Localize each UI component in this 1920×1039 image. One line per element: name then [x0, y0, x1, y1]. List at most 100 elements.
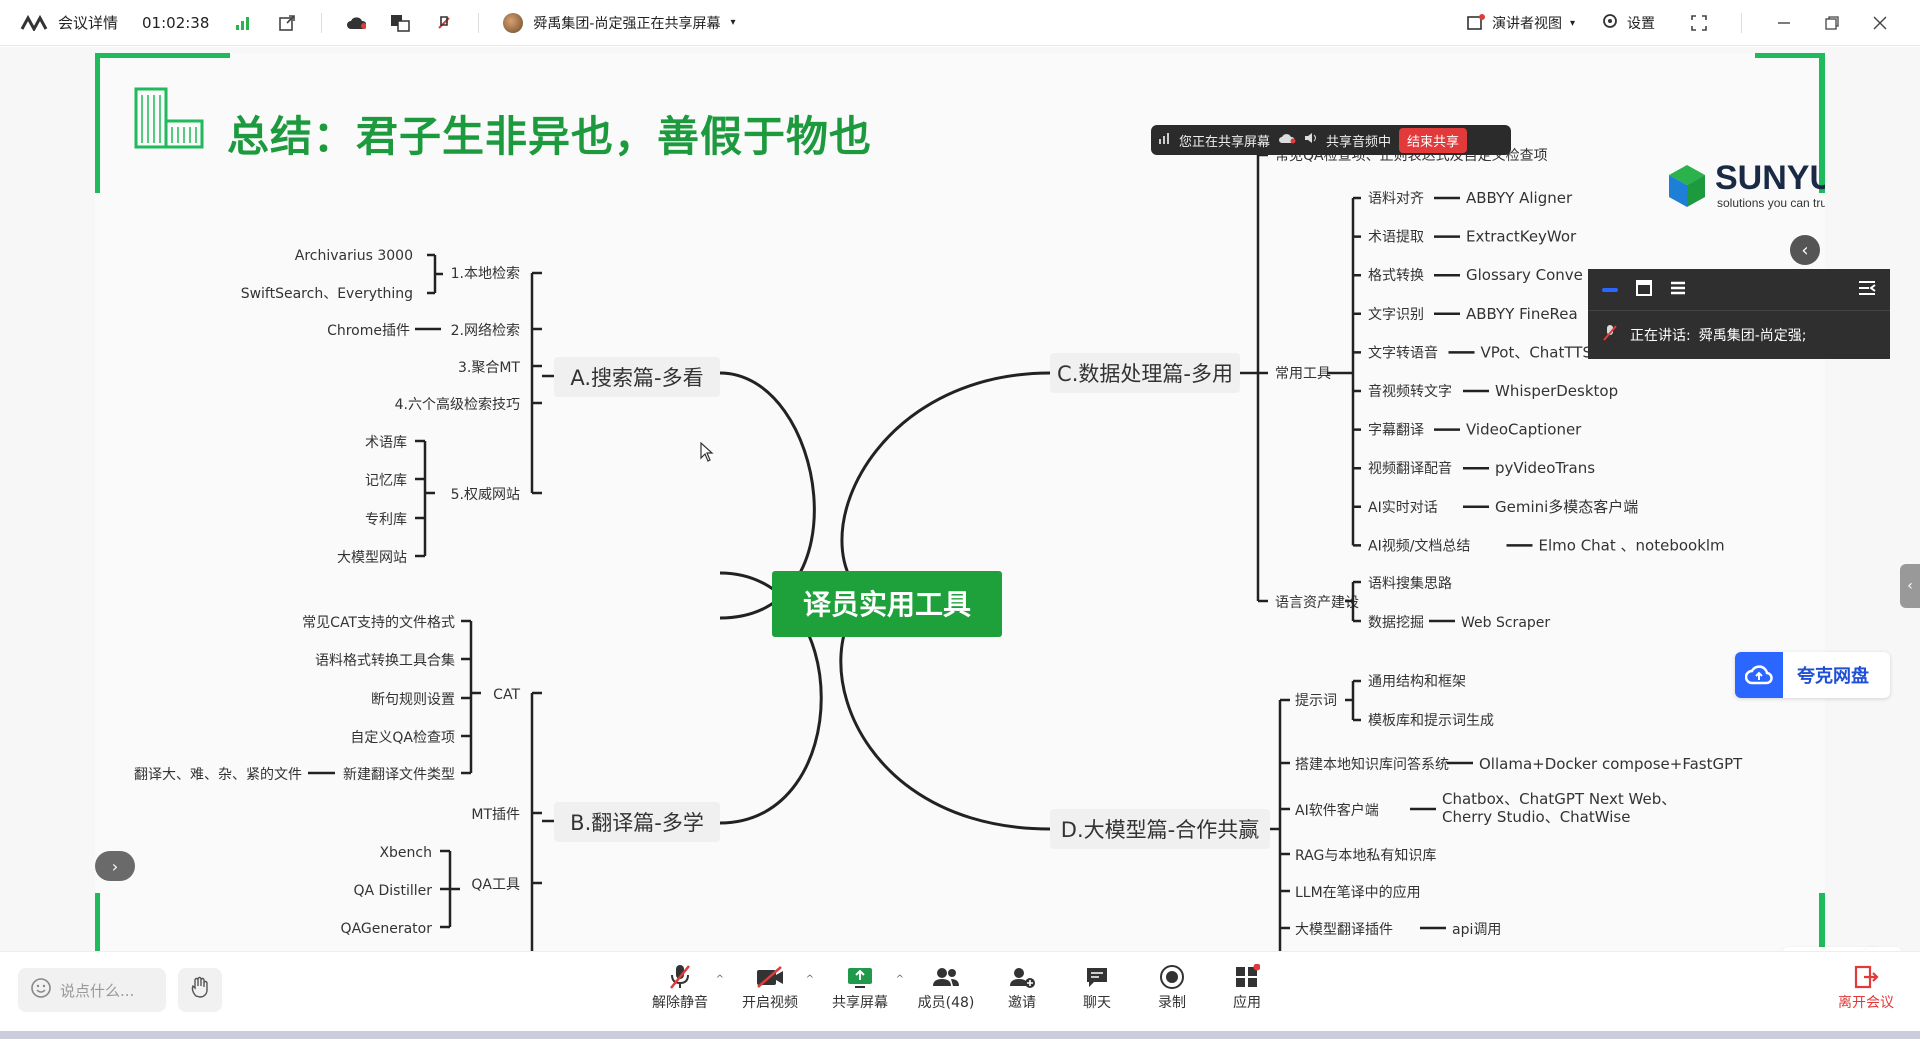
minimize-icon[interactable]	[1764, 8, 1804, 38]
sunyu-logo: SUNYU solutions you can trust	[1665, 157, 1825, 217]
a-web: 2.网络检索	[451, 322, 520, 339]
audio-sharing-status[interactable]: 共享音频中	[1326, 134, 1392, 150]
quick-chat-input[interactable]: 说点什么...	[18, 968, 166, 1012]
a-auth-3: 专利库	[365, 512, 407, 528]
annotate-button[interactable]: 批注	[1782, 947, 1880, 951]
speaker-icon[interactable]	[1304, 132, 1318, 148]
zoom-in-button[interactable]	[1864, 947, 1902, 951]
camera-off-icon	[755, 962, 785, 992]
c-tool-value: VideoCaptioner	[1466, 421, 1582, 439]
mind-map: 译员实用工具 A.搜索篇-多看 1.本地检索 Archivarius 3000 …	[134, 148, 1743, 951]
collapse-panel-button[interactable]: ‹	[1790, 235, 1820, 265]
emoji-icon[interactable]	[30, 977, 52, 1003]
hand-icon	[188, 976, 212, 1004]
d-plugin-val: api调用	[1452, 922, 1501, 938]
side-drawer-tab[interactable]: ‹	[1900, 564, 1920, 608]
chevron-right-icon: ›	[111, 856, 119, 876]
leave-meeting-label: 离开会议	[1838, 995, 1894, 1011]
share-screen-button[interactable]: 共享屏幕 ^	[830, 962, 904, 1024]
speaker-view-icon[interactable]	[1466, 14, 1485, 32]
raise-hand-button[interactable]	[178, 968, 222, 1012]
chevron-up-icon[interactable]: ^	[895, 974, 904, 985]
speaker-view-button[interactable]: 演讲者视图	[1491, 16, 1562, 32]
divider	[1741, 13, 1742, 33]
end-share-button[interactable]: 结束共享	[1399, 127, 1468, 153]
minimize-icon[interactable]	[1602, 287, 1618, 292]
chat-button[interactable]: 聊天	[1077, 962, 1117, 1024]
menu-collapse-icon[interactable]	[1858, 280, 1876, 300]
chevron-down-icon[interactable]: ▾	[730, 17, 736, 28]
meeting-details-button[interactable]: 会议详情	[58, 14, 119, 32]
elapsed-time: 01:02:38	[142, 13, 210, 32]
cloud-record-icon[interactable]	[346, 13, 367, 33]
d-llm: LLM在笔译中的应用	[1295, 884, 1421, 901]
c-asset-1: 语料搜集思路	[1368, 575, 1452, 592]
b-cat: CAT	[493, 687, 520, 703]
a-local-1: Archivarius 3000	[295, 248, 413, 264]
chat-icon	[1084, 962, 1110, 992]
fullscreen-icon[interactable]	[1679, 8, 1719, 38]
a-auth-4: 大模型网站	[337, 550, 407, 566]
chevron-up-icon[interactable]: ^	[805, 974, 814, 985]
d-prompt: 提示词	[1295, 693, 1337, 709]
translate-icon[interactable]	[390, 13, 411, 33]
branch-d: D.大模型篇-合作共赢	[1061, 818, 1259, 842]
start-video-label: 开启视频	[742, 995, 798, 1011]
b-qa-3: QAGenerator	[341, 921, 433, 937]
record-button[interactable]: 录制	[1152, 962, 1192, 1024]
members-label: 成员(48)	[917, 995, 975, 1011]
list-icon[interactable]	[1670, 280, 1686, 300]
a-local: 1.本地检索	[451, 265, 520, 282]
branch-c: C.数据处理篇-多用	[1057, 362, 1233, 386]
c-tool-value: WhisperDesktop	[1495, 382, 1618, 400]
gear-icon[interactable]	[1601, 12, 1619, 34]
branch-a: A.搜索篇-多看	[570, 366, 703, 390]
cloud-record-icon[interactable]	[1278, 132, 1296, 148]
leave-meeting-button[interactable]: 离开会议	[1836, 962, 1896, 1024]
invite-icon	[1008, 962, 1036, 992]
c-tool-key: AI视频/文档总结	[1368, 538, 1470, 554]
branch-b: B.翻译篇-多学	[570, 811, 704, 835]
c-tool-value: ABBYY FineRea	[1466, 305, 1578, 323]
shared-screen: 总结：君子生非异也，善假于物也 SUNYU solutions you can …	[0, 47, 1920, 951]
c-assets: 语言资产建设	[1275, 595, 1359, 611]
c-tool-value: ExtractKeyWor	[1466, 228, 1577, 246]
members-button[interactable]: 成员(48)	[916, 962, 976, 1024]
b-cat-sub: 翻译大、难、杂、紧的文件	[134, 767, 302, 783]
invite-button[interactable]: 邀请	[1002, 962, 1042, 1024]
expand-panel-button[interactable]: ›	[95, 851, 135, 881]
b-cat-4: 自定义QA检查项	[350, 730, 455, 746]
quark-drive-button[interactable]: 夸克网盘	[1735, 652, 1890, 698]
popout-icon[interactable]	[277, 13, 297, 33]
chat-label: 聊天	[1083, 995, 1111, 1011]
a-auth-1: 术语库	[365, 435, 407, 451]
chevron-up-icon[interactable]: ^	[715, 974, 724, 985]
c-tool-value: Glossary Conve	[1466, 266, 1583, 284]
chevron-left-icon: ‹	[1801, 239, 1809, 261]
record-icon	[1159, 962, 1185, 992]
start-video-button[interactable]: 开启视频 ^	[740, 962, 814, 1024]
close-icon[interactable]	[1860, 8, 1900, 38]
restore-icon[interactable]	[1812, 8, 1852, 38]
mic-muted-icon	[667, 962, 693, 992]
mic-muted-icon	[1602, 324, 1618, 346]
d-client-val1: Chatbox、ChatGPT Next Web、	[1442, 790, 1676, 808]
tencent-meeting-logo	[20, 14, 48, 31]
signal-icon[interactable]	[233, 13, 253, 33]
signal-icon	[1159, 132, 1171, 148]
window-icon[interactable]	[1636, 279, 1652, 300]
a-auth: 5.权威网站	[451, 487, 520, 503]
sharing-control-bar: 您正在共享屏幕 共享音频中 结束共享	[1151, 125, 1511, 155]
apps-icon	[1234, 962, 1260, 992]
apps-button[interactable]: 应用	[1227, 962, 1267, 1024]
unmute-button[interactable]: 解除静音 ^	[650, 962, 724, 1024]
chevron-down-icon[interactable]: ▾	[1569, 17, 1575, 29]
settings-button[interactable]: 设置	[1627, 16, 1655, 32]
mute-all-icon[interactable]	[434, 13, 454, 33]
c-tool-value: pyVideoTrans	[1495, 459, 1595, 477]
b-mt-plugin: MT插件	[471, 807, 520, 823]
sharer-status[interactable]: 舜禹集团-尚定强正在共享屏幕	[533, 15, 721, 32]
brand-tagline: solutions you can trust	[1717, 196, 1825, 210]
